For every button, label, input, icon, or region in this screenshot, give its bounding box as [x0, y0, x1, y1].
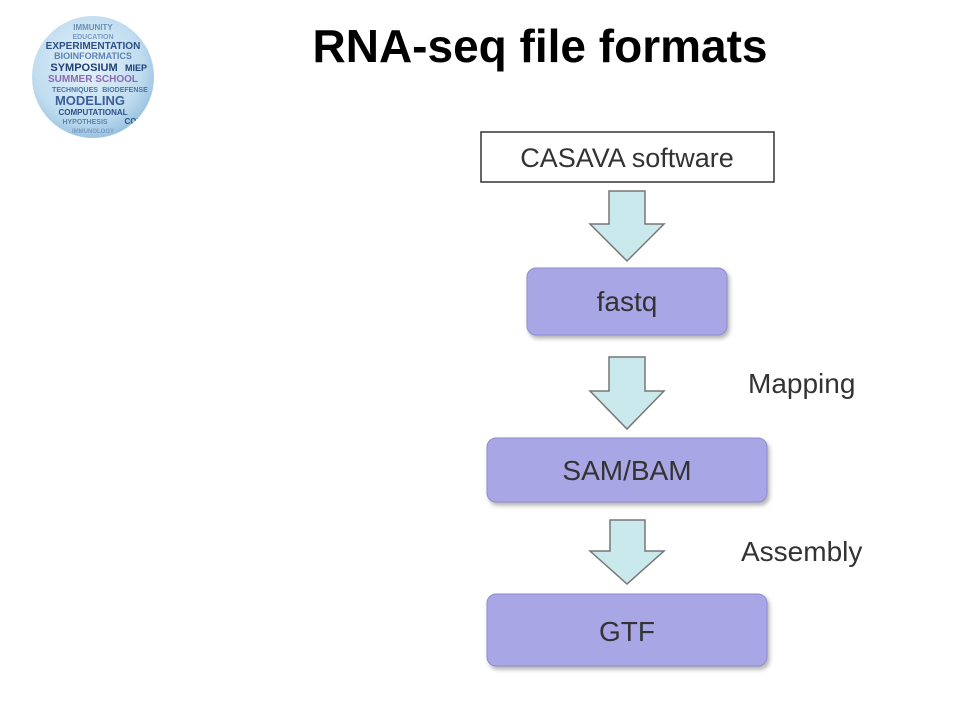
logo-word: SUMMER SCHOOL: [48, 74, 138, 85]
logo-word: MIEP: [125, 63, 147, 73]
logo-word: IMMUNITY: [73, 23, 113, 32]
step-box: [480, 131, 775, 183]
step-casava-software: CASAVA software: [480, 131, 775, 183]
logo-word: MODELING: [55, 93, 125, 108]
logo-word: EDUCATION: [72, 34, 113, 41]
down-arrow: [588, 356, 666, 431]
step-fastq: fastq: [526, 267, 728, 336]
down-arrow: [588, 519, 666, 586]
logo-disc: [32, 16, 154, 138]
down-arrow-shape: [588, 356, 666, 431]
step-box: [486, 593, 768, 667]
step-box: [486, 437, 768, 503]
step-label: GTF: [599, 616, 655, 647]
summer-school-logo: IMMUNITY EDUCATION EXPERIMENTATION BIOIN…: [32, 16, 154, 138]
logo-word: BIOINFORMATICS: [54, 51, 132, 61]
logo-word: HYPOTHESIS: [62, 119, 107, 126]
step-label: fastq: [597, 286, 658, 317]
step-box: [526, 267, 728, 336]
transition-label-mapping: Mapping: [748, 368, 855, 399]
transition-label-assembly: Assembly: [741, 536, 862, 567]
step-gtf: GTF: [486, 593, 768, 667]
step-label: SAM/BAM: [562, 455, 691, 486]
logo-word: TECHNIQUES: [52, 87, 98, 94]
page-title: RNA-seq file formats: [312, 20, 768, 72]
down-arrow: [588, 190, 666, 263]
logo-word: COMPUTATIONAL: [58, 108, 127, 117]
logo-word: IMMUNOLOGY: [72, 129, 114, 135]
step-label: CASAVA software: [520, 143, 734, 173]
down-arrow-shape: [588, 190, 666, 263]
logo-word: EXPERIMENTATION: [46, 41, 141, 52]
down-arrow-shape: [588, 519, 666, 586]
logo-word: SYMPOSIUM: [50, 62, 117, 74]
step-sam-bam: SAM/BAM: [486, 437, 768, 503]
logo-word: BIODEFENSE: [102, 87, 148, 94]
